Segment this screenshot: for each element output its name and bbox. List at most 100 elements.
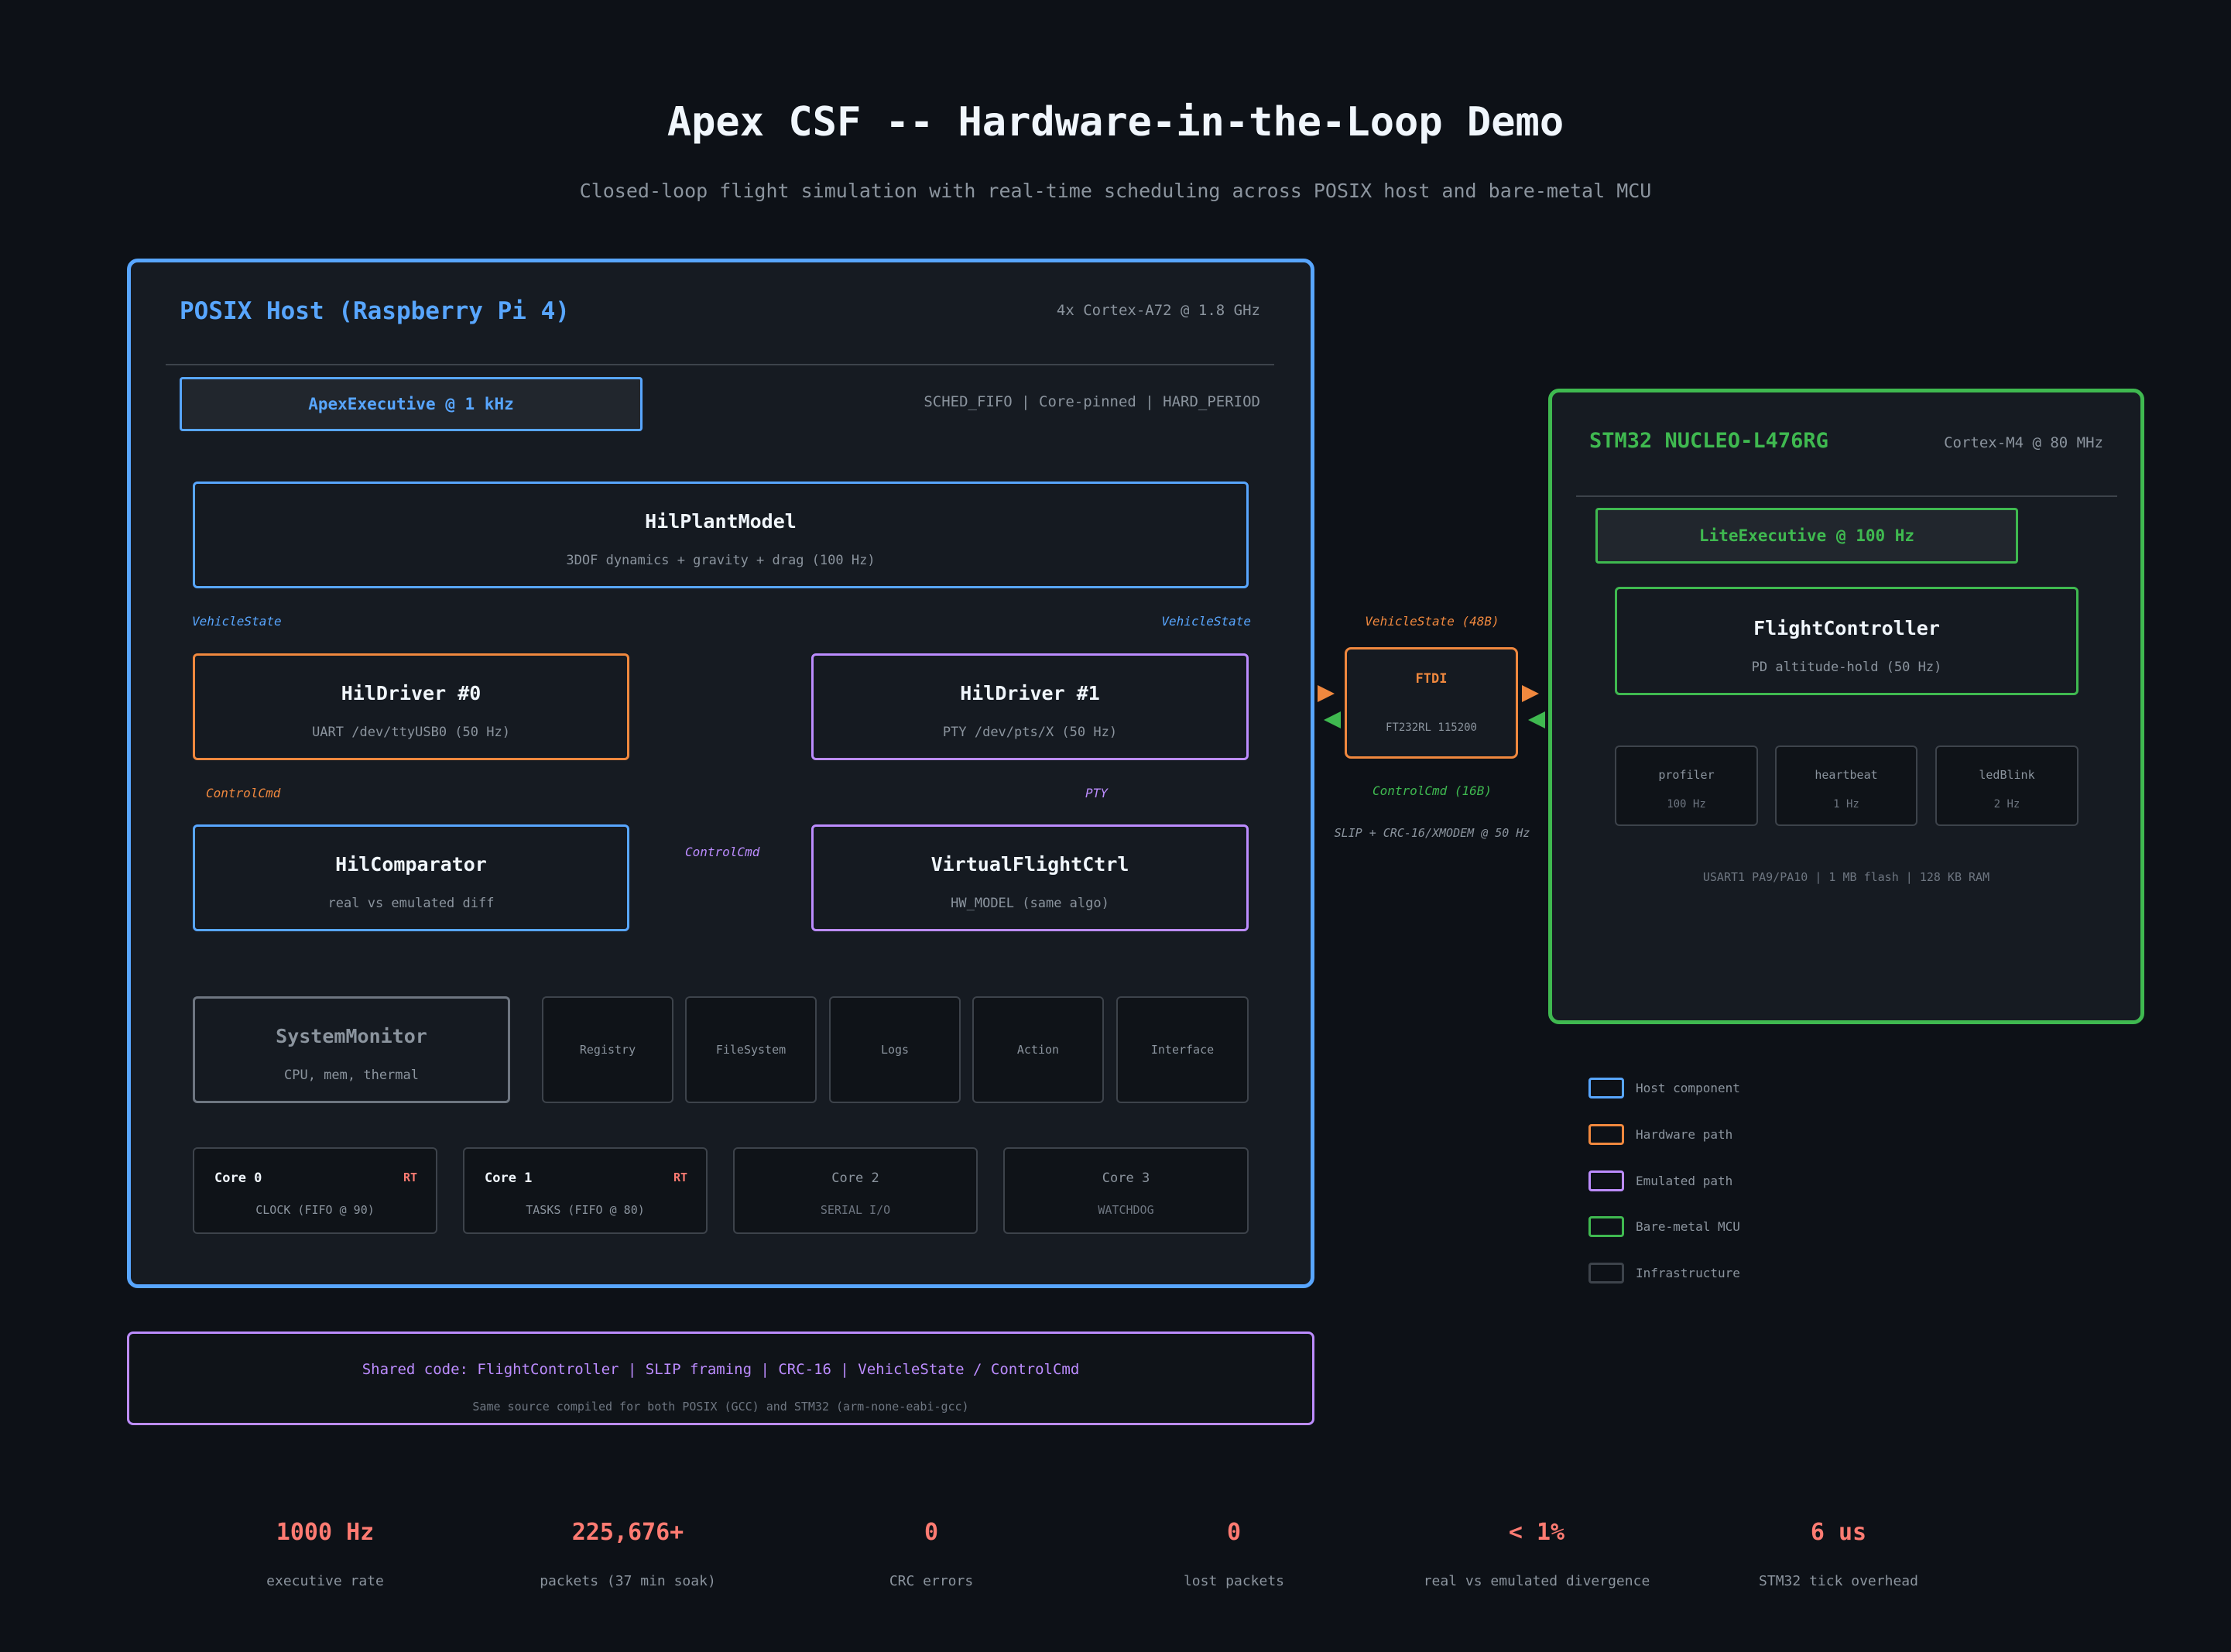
sysmon-name: SystemMonitor — [276, 1025, 427, 1047]
mcu-footer: USART1 PA9/PA10 | 1 MB flash | 128 KB RA… — [1702, 870, 1990, 884]
core-3-name: Core 3 — [1102, 1170, 1150, 1186]
stat-executive-rate-value: 1000 Hz — [276, 1519, 375, 1546]
hil-comparator: HilComparator real vs emulated diff — [193, 824, 629, 931]
legend-label-mcu: Bare-metal MCU — [1636, 1219, 1740, 1234]
legend-swatch-host — [1588, 1078, 1624, 1098]
stm32-panel — [1548, 389, 2144, 1024]
mcu-task-ledblink: ledBlink 2 Hz — [1935, 745, 2078, 826]
arrowhead-mcu-to-ftdi — [1528, 711, 1545, 728]
driver1-desc: PTY /dev/pts/X (50 Hz) — [942, 725, 1118, 740]
stat-packets-value: 225,676+ — [571, 1519, 684, 1546]
hil-driver-0: HilDriver #0 UART /dev/ttyUSB0 (50 Hz) — [193, 653, 629, 760]
legend-swatch-infra — [1588, 1263, 1624, 1284]
core-1-rt-badge: RT — [673, 1170, 687, 1184]
mcu-title: STM32 NUCLEO-L476RG — [1589, 429, 1828, 453]
task-ledblink-name: ledBlink — [1979, 768, 2035, 782]
stat-divergence-value: < 1% — [1508, 1519, 1565, 1546]
page-subtitle: Closed-loop flight simulation with real-… — [579, 180, 1652, 202]
stat-crc-errors-value: 0 — [924, 1519, 939, 1546]
ftdi-desc: FT232RL 115200 — [1385, 721, 1477, 734]
infra-filesystem: FileSystem — [685, 996, 817, 1103]
vfc-desc: HW_MODEL (same algo) — [951, 896, 1109, 911]
stat-crc-errors-label: CRC errors — [889, 1573, 974, 1589]
ftdi-adapter: FTDI FT232RL 115200 — [1345, 647, 1518, 759]
task-heartbeat-name: heartbeat — [1815, 768, 1878, 782]
stat-packets-label: packets (37 min soak) — [540, 1573, 716, 1589]
flight-controller: FlightController PD altitude-hold (50 Hz… — [1615, 587, 2078, 695]
core-2-role: SERIAL I/O — [820, 1203, 891, 1217]
stat-lost-packets-label: lost packets — [1183, 1573, 1285, 1589]
host-divider — [166, 364, 1274, 365]
core-3: Core 3 WATCHDOG — [1003, 1147, 1249, 1234]
label-controlcmd-mid: ControlCmd — [685, 845, 760, 859]
page-title: Apex CSF -- Hardware-in-the-Loop Demo — [667, 99, 1564, 146]
hil-driver-1: HilDriver #1 PTY /dev/pts/X (50 Hz) — [811, 653, 1249, 760]
scheduling-info: SCHED_FIFO | Core-pinned | HARD_PERIOD — [924, 393, 1260, 410]
shared-code-line2: Same source compiled for both POSIX (GCC… — [472, 1400, 969, 1414]
stat-lost-packets-value: 0 — [1226, 1519, 1242, 1546]
arrowhead-host-to-ftdi — [1318, 685, 1335, 702]
fc-name: FlightController — [1753, 617, 1940, 639]
driver0-desc: UART /dev/ttyUSB0 (50 Hz) — [312, 725, 510, 740]
arrowhead-ftdi-to-mcu — [1522, 685, 1539, 702]
comparator-desc: real vs emulated diff — [327, 896, 495, 911]
legend-swatch-emulated — [1588, 1170, 1624, 1191]
stat-tick-overhead-value: 6 us — [1810, 1519, 1867, 1546]
legend-label-emulated: Emulated path — [1636, 1174, 1733, 1188]
mcu-task-heartbeat: heartbeat 1 Hz — [1775, 745, 1917, 826]
infra-interface: Interface — [1116, 996, 1249, 1103]
apex-executive: ApexExecutive @ 1 kHz — [180, 377, 643, 431]
plant-desc: 3DOF dynamics + gravity + drag (100 Hz) — [566, 553, 876, 568]
infra-registry: Registry — [542, 996, 673, 1103]
ftdi-name: FTDI — [1415, 671, 1448, 687]
comparator-name: HilComparator — [335, 853, 487, 876]
core-1-name: Core 1 — [485, 1170, 533, 1186]
task-heartbeat-rate: 1 Hz — [1833, 798, 1859, 811]
host-title: POSIX Host (Raspberry Pi 4) — [180, 297, 570, 325]
mcu-divider — [1576, 495, 2117, 497]
stat-divergence-label: real vs emulated divergence — [1423, 1573, 1650, 1589]
core-0-role: CLOCK (FIFO @ 90) — [255, 1203, 375, 1217]
infra-action-label: Action — [1016, 1043, 1060, 1057]
mcu-cpu: Cortex-M4 @ 80 MHz — [1944, 434, 2103, 451]
infra-logs-label: Logs — [880, 1043, 910, 1057]
shared-code-line1: Shared code: FlightController | SLIP fra… — [362, 1361, 1080, 1378]
core-1-role: TASKS (FIFO @ 80) — [526, 1203, 645, 1217]
infra-action: Action — [972, 996, 1104, 1103]
system-monitor: SystemMonitor CPU, mem, thermal — [193, 996, 510, 1103]
label-vehiclestate-left: VehicleState — [192, 614, 282, 629]
driver0-name: HilDriver #0 — [341, 682, 481, 704]
ftdi-bottom-label: ControlCmd (16B) — [1372, 783, 1492, 798]
plant-name: HilPlantModel — [645, 510, 797, 533]
sysmon-desc: CPU, mem, thermal — [284, 1068, 419, 1083]
label-controlcmd-left: ControlCmd — [206, 786, 281, 800]
legend-swatch-mcu — [1588, 1216, 1624, 1237]
lite-executive: LiteExecutive @ 100 Hz — [1595, 508, 2018, 564]
core-0: Core 0 RT CLOCK (FIFO @ 90) — [193, 1147, 437, 1234]
core-1: Core 1 RT TASKS (FIFO @ 80) — [463, 1147, 708, 1234]
virtual-flight-ctrl: VirtualFlightCtrl HW_MODEL (same algo) — [811, 824, 1249, 931]
mcu-task-profiler: profiler 100 Hz — [1615, 745, 1758, 826]
ftdi-protocol: SLIP + CRC-16/XMODEM @ 50 Hz — [1334, 826, 1530, 840]
task-profiler-name: profiler — [1658, 768, 1715, 782]
core-0-rt-badge: RT — [403, 1170, 417, 1184]
infra-interface-label: Interface — [1150, 1043, 1215, 1057]
driver1-name: HilDriver #1 — [960, 682, 1100, 704]
infra-logs: Logs — [829, 996, 961, 1103]
label-pty: PTY — [1085, 786, 1108, 800]
core-3-role: WATCHDOG — [1098, 1203, 1154, 1217]
stat-executive-rate-label: executive rate — [266, 1573, 384, 1589]
lite-executive-label: LiteExecutive @ 100 Hz — [1698, 526, 1915, 545]
task-ledblink-rate: 2 Hz — [1993, 798, 2020, 811]
legend-label-infra: Infrastructure — [1636, 1266, 1740, 1280]
shared-code-panel: Shared code: FlightController | SLIP fra… — [127, 1332, 1314, 1425]
infra-filesystem-label: FileSystem — [715, 1043, 787, 1057]
fc-desc: PD altitude-hold (50 Hz) — [1751, 660, 1942, 675]
arrowhead-ftdi-to-host — [1324, 711, 1341, 728]
core-2-name: Core 2 — [831, 1170, 879, 1186]
host-cpu: 4x Cortex-A72 @ 1.8 GHz — [1056, 302, 1260, 319]
label-vehiclestate-right: VehicleState — [1161, 614, 1251, 629]
vfc-name: VirtualFlightCtrl — [930, 853, 1129, 876]
hil-plant-model: HilPlantModel 3DOF dynamics + gravity + … — [193, 482, 1249, 588]
legend-label-host: Host component — [1636, 1081, 1740, 1095]
